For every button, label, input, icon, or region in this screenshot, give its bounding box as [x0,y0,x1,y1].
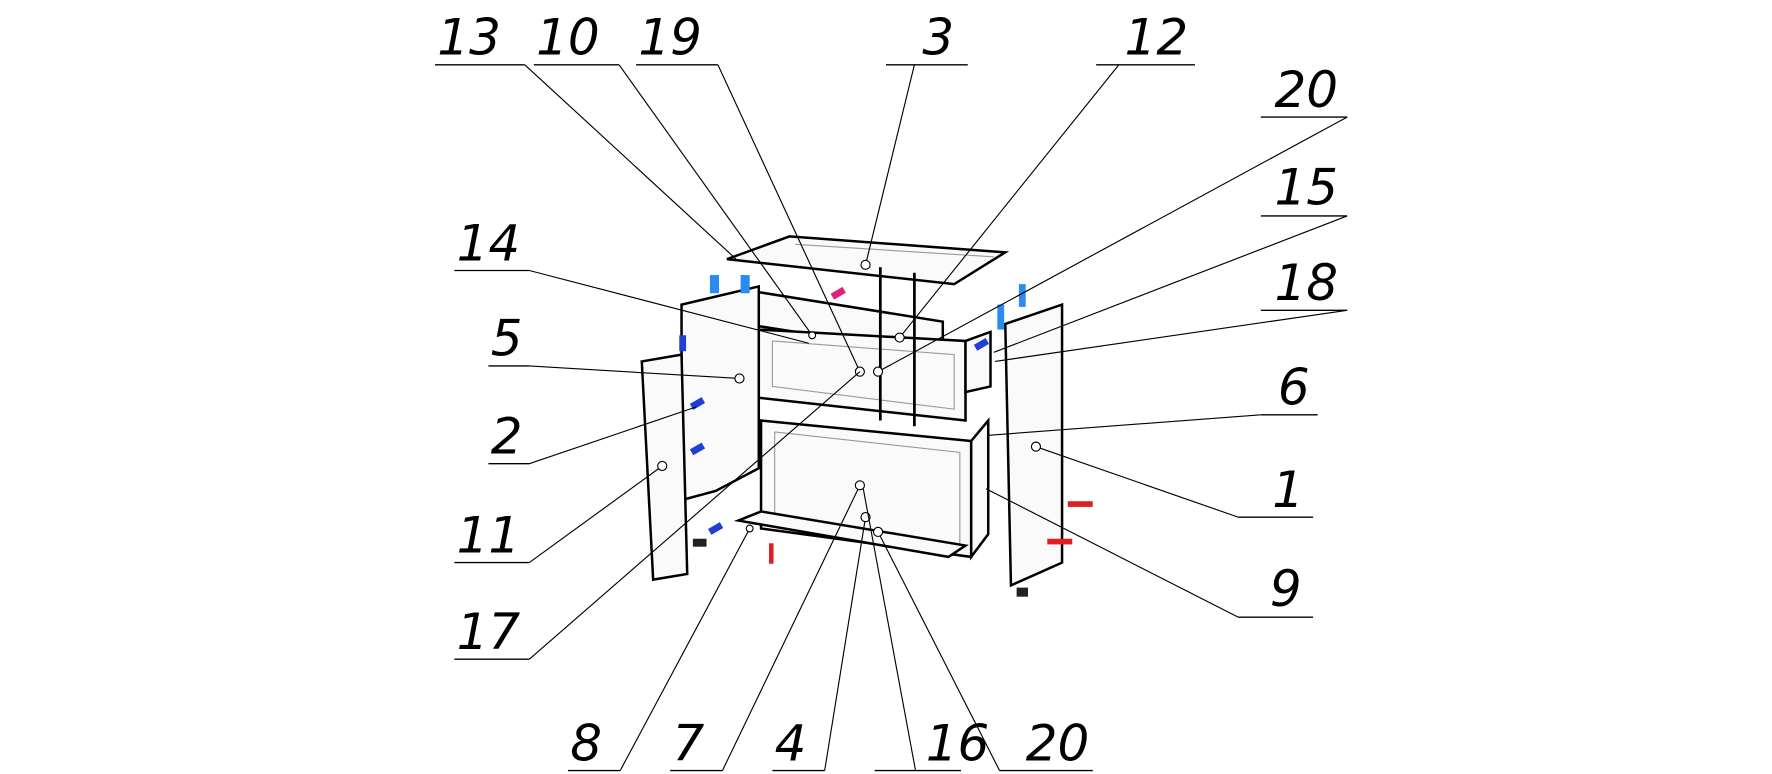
svg-text:19: 19 [638,9,702,67]
left-side-panel [680,284,761,502]
svg-text:20: 20 [1026,714,1090,772]
fastener-red [1047,538,1073,545]
callout-4: 4 [772,512,871,772]
callout-8: 8 [567,524,754,772]
callout-17: 17 [454,371,861,661]
callout-10: 10 [533,9,817,340]
callout-9: 9 [985,488,1314,618]
svg-text:13: 13 [437,9,501,67]
svg-text:6: 6 [1278,359,1310,417]
fastener-blue [709,275,720,294]
svg-text:15: 15 [1274,159,1338,217]
callout-12: 12 [894,9,1195,343]
fastener-blue [679,335,687,352]
svg-text:20: 20 [1274,61,1338,119]
svg-text:11: 11 [457,506,521,564]
svg-text:16: 16 [926,714,990,772]
callout-2: 2 [488,406,697,465]
svg-text:12: 12 [1125,9,1189,67]
bottom-panel [733,510,969,559]
fastener-red [1067,501,1093,507]
callout-6: 6 [988,359,1318,436]
callout-5: 5 [488,310,745,384]
svg-text:8: 8 [570,714,602,772]
svg-text:14: 14 [457,214,521,272]
fastener-blue [708,522,724,535]
cabinet-drawing [640,235,1093,597]
fastener-blue [689,397,706,410]
callout-3: 3 [860,9,968,270]
fastener-blue [997,304,1005,330]
foot [1016,587,1028,597]
callout-11: 11 [454,460,668,564]
fastener-red [769,543,774,564]
fastener-blue [740,275,750,294]
svg-text:10: 10 [536,9,600,67]
svg-text:7: 7 [672,714,704,772]
svg-text:1: 1 [1272,461,1304,519]
callout-13: 13 [435,9,737,260]
svg-text:9: 9 [1270,560,1302,618]
fastener-pink [830,286,846,300]
callout-14: 14 [454,214,809,344]
fastener-blue [1018,284,1026,307]
svg-text:2: 2 [491,407,523,465]
fastener-blue [973,338,990,351]
callout-16: 16 [862,488,990,772]
svg-text:18: 18 [1274,254,1338,312]
callout-15: 15 [993,159,1348,353]
fastener-blue [689,442,706,456]
callout-20-top: 20 [872,61,1348,377]
svg-text:17: 17 [457,603,521,661]
foot [692,538,707,547]
svg-text:3: 3 [922,9,954,67]
svg-text:5: 5 [491,310,523,368]
callout-20-bottom: 20 [872,526,1093,772]
callout-18: 18 [994,254,1348,362]
callout-1: 1 [1030,441,1314,519]
callouts: 13 10 19 3 12 20 15 18 [435,9,1348,772]
svg-text:4: 4 [775,714,807,772]
callout-7: 7 [670,480,865,772]
